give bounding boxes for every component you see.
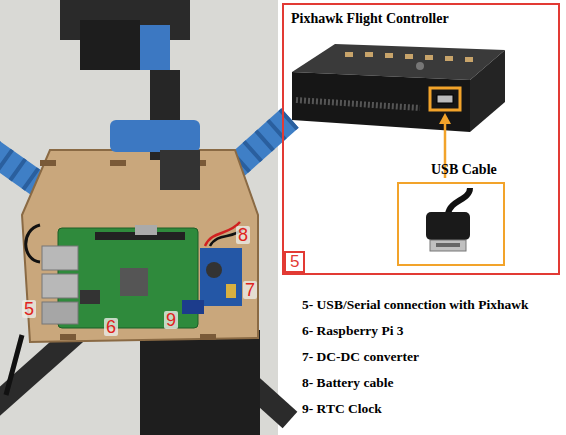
drawing-part (140, 25, 170, 70)
drawing-part (430, 88, 460, 110)
callout-number: 6 (104, 318, 118, 336)
drawing-part (40, 160, 56, 166)
drawing-part (120, 268, 148, 296)
drawing-part (437, 95, 453, 103)
key-entry: 5- USB/Serial connection with Pixhawk (302, 297, 529, 313)
key-entry: 6- Raspberry Pi 3 (302, 323, 404, 339)
drawing-part (42, 246, 78, 270)
panel-box: Pixhawk Flight ControllerUSB Cable 5 (282, 3, 560, 275)
drawing-part (296, 100, 420, 108)
callout-number: 5 (22, 300, 36, 318)
node-text: Pixhawk Flight Controller (291, 11, 449, 27)
drawing-part (436, 243, 460, 247)
key-entry: 7- DC-DC converter (302, 349, 419, 365)
drawing-part (200, 334, 216, 340)
drawing-part (206, 262, 222, 278)
drawing-part (135, 225, 157, 235)
drawing-part (426, 212, 470, 240)
callout-number: 8 (236, 226, 250, 244)
drawing-part (416, 62, 424, 70)
drawing-part (292, 72, 470, 132)
drawing-part (425, 55, 433, 60)
drawing-part (60, 334, 76, 340)
drawing-part (200, 248, 242, 306)
tag-box: 5 (284, 251, 305, 273)
key-entry: 9- RTC Clock (302, 401, 382, 417)
drawing-part (182, 300, 204, 314)
callout-number: 7 (243, 281, 257, 299)
drawing-part (385, 53, 393, 58)
drawing-part (80, 290, 100, 304)
callout-number: 9 (164, 311, 178, 329)
drawing-part (26, 225, 40, 262)
drawing-part (448, 188, 470, 214)
key-entry: 8- Battery cable (302, 375, 393, 391)
drawing-part (160, 150, 200, 190)
pixhawk-picture (292, 44, 505, 178)
drawing-part (365, 52, 373, 57)
drawing-part (405, 54, 413, 59)
drawing-part (345, 52, 353, 57)
drawing-part (6, 335, 22, 395)
drawing-part (445, 56, 453, 61)
drawing-part (470, 50, 505, 132)
drawing-part (110, 160, 126, 166)
drawing-part (22, 150, 258, 342)
drawing-part (465, 57, 473, 62)
node-text: 5 (290, 253, 299, 271)
node-text: USB Cable (431, 162, 497, 178)
drawing-part (58, 228, 198, 328)
drawing-part (110, 120, 200, 152)
drawing-part (140, 330, 260, 435)
drawing-part (226, 284, 236, 298)
cable-box: USB Cable (397, 182, 505, 266)
drawing-part (42, 274, 78, 298)
drawing-part (80, 20, 140, 70)
drawing-part (439, 113, 451, 124)
drone-photo (0, 0, 290, 435)
usb-cable-picture (426, 188, 470, 251)
drawing-part (42, 302, 78, 324)
drawing-part (430, 240, 466, 251)
